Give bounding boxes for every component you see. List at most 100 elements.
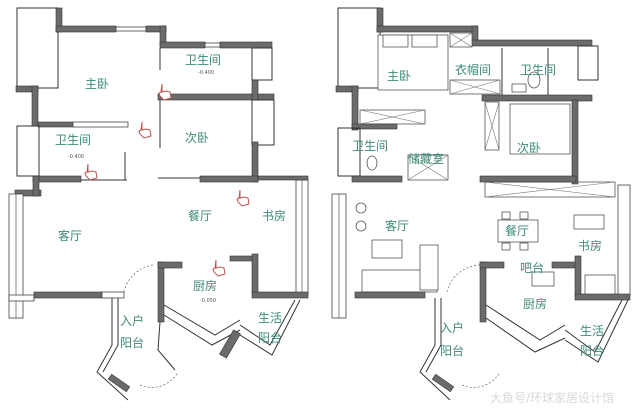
hand-pointer-icon (138, 121, 152, 139)
wall (32, 175, 82, 183)
window-box (251, 99, 275, 146)
room-label-walk-in-closet: 衣帽间 (455, 62, 491, 77)
wall-opening (8, 294, 35, 302)
room-label-service-2: 阳台 (258, 330, 282, 345)
bathroom-window-box (251, 47, 273, 81)
elevation-bathroom-2: -0.400 (68, 154, 84, 160)
pillow (382, 34, 409, 48)
room-label-entry-1: 入户 (120, 313, 144, 328)
room-label-study: 书房 (578, 238, 602, 253)
hand-pointer-icon (236, 189, 250, 207)
room-label-bathroom-1: 卫生间 (185, 53, 221, 67)
wall (157, 93, 275, 101)
entry-balcony-outline (419, 298, 451, 401)
right-room-labels: 主卧 衣帽间 卫生间 次卧 卫生间 储藏室 客厅 餐厅 书房 吧台 厨房 入户 … (352, 62, 604, 358)
door-swing (446, 264, 481, 293)
service-balcony-outline (239, 299, 301, 356)
wall (574, 255, 582, 297)
kitchen-counter (485, 317, 566, 353)
room-label-bathroom-2: 卫生间 (352, 139, 388, 153)
chair (519, 242, 529, 251)
desk (573, 214, 605, 230)
wall (571, 99, 579, 185)
wall (31, 85, 39, 127)
wall (32, 175, 40, 197)
study-sofa (584, 274, 616, 296)
entry-balcony-outline (425, 298, 442, 373)
chair (519, 211, 529, 220)
wall (251, 79, 259, 101)
toilet (527, 71, 541, 89)
door-swing (139, 371, 179, 388)
door-swing (123, 264, 154, 293)
entry-balcony-outline (102, 298, 119, 373)
dining-table (497, 219, 539, 243)
wall (33, 291, 103, 299)
room-label-kitchen: 厨房 (523, 296, 547, 311)
toilet (366, 155, 378, 171)
room-label-second-bedroom: 次卧 (517, 141, 541, 155)
entry-balcony-outline (96, 298, 129, 401)
wall (479, 261, 505, 269)
window-box (337, 127, 361, 177)
wall (219, 41, 273, 49)
chair (501, 242, 511, 251)
wall (376, 25, 478, 33)
service-balcony-outline (564, 299, 629, 363)
room-label-master-bedroom: 主卧 (387, 69, 411, 83)
wall (107, 373, 131, 393)
right-floor-plan (331, 7, 631, 401)
window (115, 26, 147, 32)
window-box (577, 45, 599, 81)
wall (37, 121, 74, 128)
hand-pointer-icon (212, 259, 226, 277)
wall-opening (101, 291, 125, 299)
wall (251, 291, 309, 299)
left-floor-plan (8, 7, 309, 401)
room-label-second-bedroom: 次卧 (185, 131, 209, 145)
wall (14, 189, 42, 197)
wall (574, 293, 631, 301)
wall (479, 175, 577, 183)
kitchen-counter (485, 304, 566, 341)
door-swing (461, 371, 501, 388)
room-label-bar: 吧台 (520, 260, 544, 275)
room-label-study: 书房 (262, 208, 286, 223)
wall (471, 39, 593, 47)
room-label-entry-2: 阳台 (120, 335, 144, 350)
room-label-entry-1: 入户 (440, 320, 464, 335)
upper-left-balcony (16, 7, 59, 89)
wall (481, 94, 593, 102)
coffee-table (371, 239, 403, 259)
wall (199, 175, 259, 183)
wall (159, 41, 206, 49)
wall (251, 253, 259, 295)
wall (351, 123, 398, 130)
chair (501, 211, 511, 220)
room-label-bathroom-2: 卫生间 (55, 133, 91, 147)
wall (354, 291, 426, 299)
service-balcony-outline (239, 299, 296, 346)
left-room-labels: 主卧 卫生间 -0.400 卫生间 -0.400 次卧 餐厅 书房 客厅 厨房 … (55, 53, 286, 350)
room-label-service-1: 生活 (580, 324, 604, 338)
elevation-kitchen: -0.050 (200, 298, 216, 304)
room-label-service-1: 生活 (258, 311, 282, 325)
kitchen-sink (531, 271, 555, 287)
window (204, 42, 221, 48)
room-label-service-2: 阳台 (580, 343, 604, 358)
wall (431, 373, 455, 393)
wall (351, 175, 403, 183)
wall (351, 85, 359, 131)
wall (479, 261, 487, 323)
hand-markers (84, 83, 250, 277)
room-label-dining: 餐厅 (505, 223, 529, 238)
stool (355, 220, 367, 232)
room-label-master-bedroom: 主卧 (85, 77, 109, 91)
wall-opening (72, 121, 129, 128)
sofa-chaise (419, 244, 439, 291)
second-bed (509, 103, 571, 155)
bath-window-box (16, 125, 40, 177)
pillow (411, 34, 438, 48)
kitchen-wall-line (163, 304, 241, 336)
